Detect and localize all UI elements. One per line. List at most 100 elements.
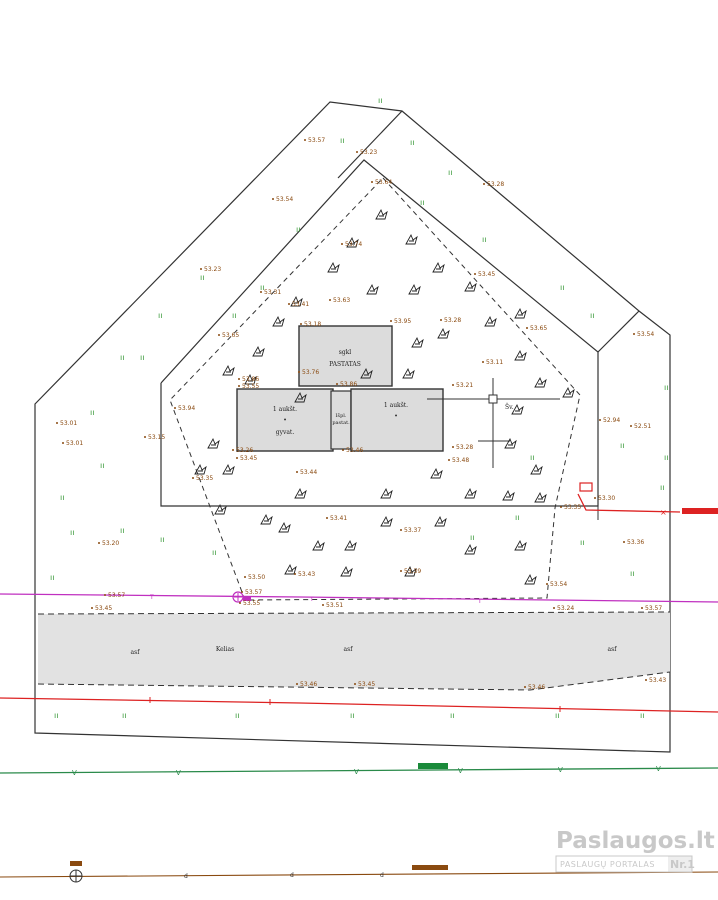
tree-symbol <box>464 543 477 555</box>
elevation-dot <box>474 273 476 275</box>
elevation-dot <box>288 303 290 305</box>
elevation-dot <box>641 607 643 609</box>
tree-symbol <box>340 565 353 577</box>
grass-symbol: ıı <box>482 235 486 244</box>
tree-symbol <box>530 463 543 475</box>
tree-symbol <box>380 515 393 527</box>
elevation-label: 53.94 <box>178 405 195 412</box>
elevation-dot <box>623 541 625 543</box>
svg-text:V: V <box>458 767 463 775</box>
elevation-dot <box>599 419 601 421</box>
elevation-dot <box>546 583 548 585</box>
grass-symbol: ıı <box>555 711 559 720</box>
elevation-label: 53.50 <box>248 574 265 581</box>
elevation-dot <box>448 459 450 461</box>
tree-symbol <box>366 283 379 295</box>
elevation-dot <box>371 181 373 183</box>
elevation-dot <box>452 384 454 386</box>
elevation-label: 53.15 <box>148 434 165 441</box>
elevation-dot <box>238 378 240 380</box>
elevation-dot <box>342 449 344 451</box>
elevation-label: 53.28 <box>456 444 473 451</box>
grass-symbol: ıı <box>140 353 144 362</box>
tree-symbol <box>260 513 273 525</box>
elevation-label: 53.26 <box>236 447 253 454</box>
elevation-dot <box>200 268 202 270</box>
elevation-dot <box>174 407 176 409</box>
elevation-label: 53.20 <box>102 540 119 547</box>
brown-utility-line <box>0 871 718 878</box>
elevation-label: 53.28 <box>444 317 461 324</box>
elevation-label: 53.54 <box>637 331 654 338</box>
elevation-label: 53.55 <box>242 383 259 390</box>
elevation-label: 53.18 <box>304 321 321 328</box>
grass-symbol: ıı <box>664 383 668 392</box>
building-top <box>298 325 393 387</box>
building-labels: sgkl PASTATAS 1 aukšt. • gyvat. Išpl. pa… <box>273 349 408 436</box>
elevation-dot <box>296 683 298 685</box>
svg-text:asf: asf <box>344 646 354 653</box>
grass-symbol: ıı <box>70 528 74 537</box>
elevation-dot <box>300 323 302 325</box>
svg-text:d: d <box>290 872 294 879</box>
tree-symbol <box>534 376 547 388</box>
elevation-label: 53.86 <box>242 376 259 383</box>
elevation-dot <box>272 198 274 200</box>
grass-symbol: ıı <box>160 535 164 544</box>
tree-symbol <box>244 373 257 385</box>
tree-symbol <box>294 487 307 499</box>
elevation-label: 52.51 <box>634 423 651 430</box>
svg-text:pastat.: pastat. <box>332 420 350 426</box>
elevation-dot <box>341 243 343 245</box>
red-service-line <box>577 493 681 513</box>
elevation-label: 53.86 <box>340 381 357 388</box>
grass-symbol: ıı <box>235 711 239 720</box>
elevation-dot <box>98 542 100 544</box>
elevation-label: 53.36 <box>627 539 644 546</box>
grass-symbol: ıı <box>410 138 414 147</box>
svg-text:V: V <box>72 769 77 777</box>
elevation-label: 53.57 <box>245 589 262 596</box>
elevation-label: 53.48 <box>452 457 469 464</box>
elevation-label: 53.95 <box>394 318 411 325</box>
elevation-dot <box>633 333 635 335</box>
tree-symbol <box>434 515 447 527</box>
elevation-label: 53.46 <box>528 684 545 691</box>
tree-symbol <box>464 487 477 499</box>
tree-symbol <box>214 503 227 515</box>
grass-symbol: ıı <box>340 136 344 145</box>
grass-symbol: ıı <box>90 408 94 417</box>
grass-symbol: ıı <box>640 711 644 720</box>
elevation-label: 53.30 <box>598 495 615 502</box>
watermark: Paslaugos.lt PASLAUGŲ PORTALAS Nr.1 <box>555 828 715 873</box>
grass-symbol: ıı <box>122 711 126 720</box>
elevation-dot <box>400 529 402 531</box>
tree-symbol <box>294 391 307 403</box>
tree-symbol <box>504 437 517 449</box>
svg-text:×: × <box>660 508 667 517</box>
elevation-label: 53.64 <box>375 179 392 186</box>
elevation-label: 53.23 <box>360 149 377 156</box>
svg-text:d: d <box>184 873 188 880</box>
grass-symbol: ıı <box>120 526 124 535</box>
grass-symbol: ıı <box>50 573 54 582</box>
svg-text:d: d <box>380 872 384 879</box>
elevation-dot <box>329 299 331 301</box>
elevation-dot <box>260 291 262 293</box>
svg-text:•: • <box>394 413 398 420</box>
tree-symbol <box>432 261 445 273</box>
tree-symbol <box>327 261 340 273</box>
elevation-dot <box>91 607 93 609</box>
elevation-dot <box>296 471 298 473</box>
elevation-label: 53.35 <box>196 475 213 482</box>
elevation-label: 53.76 <box>302 369 319 376</box>
elevation-label: 53.65 <box>222 332 239 339</box>
grass-symbol: ıı <box>158 311 162 320</box>
grass-symbol: ıı <box>296 225 300 234</box>
elevation-label: 53.57 <box>308 137 325 144</box>
elevation-label: 53.11 <box>486 359 503 366</box>
elevation-dot <box>218 334 220 336</box>
svg-text:T: T <box>149 594 154 601</box>
